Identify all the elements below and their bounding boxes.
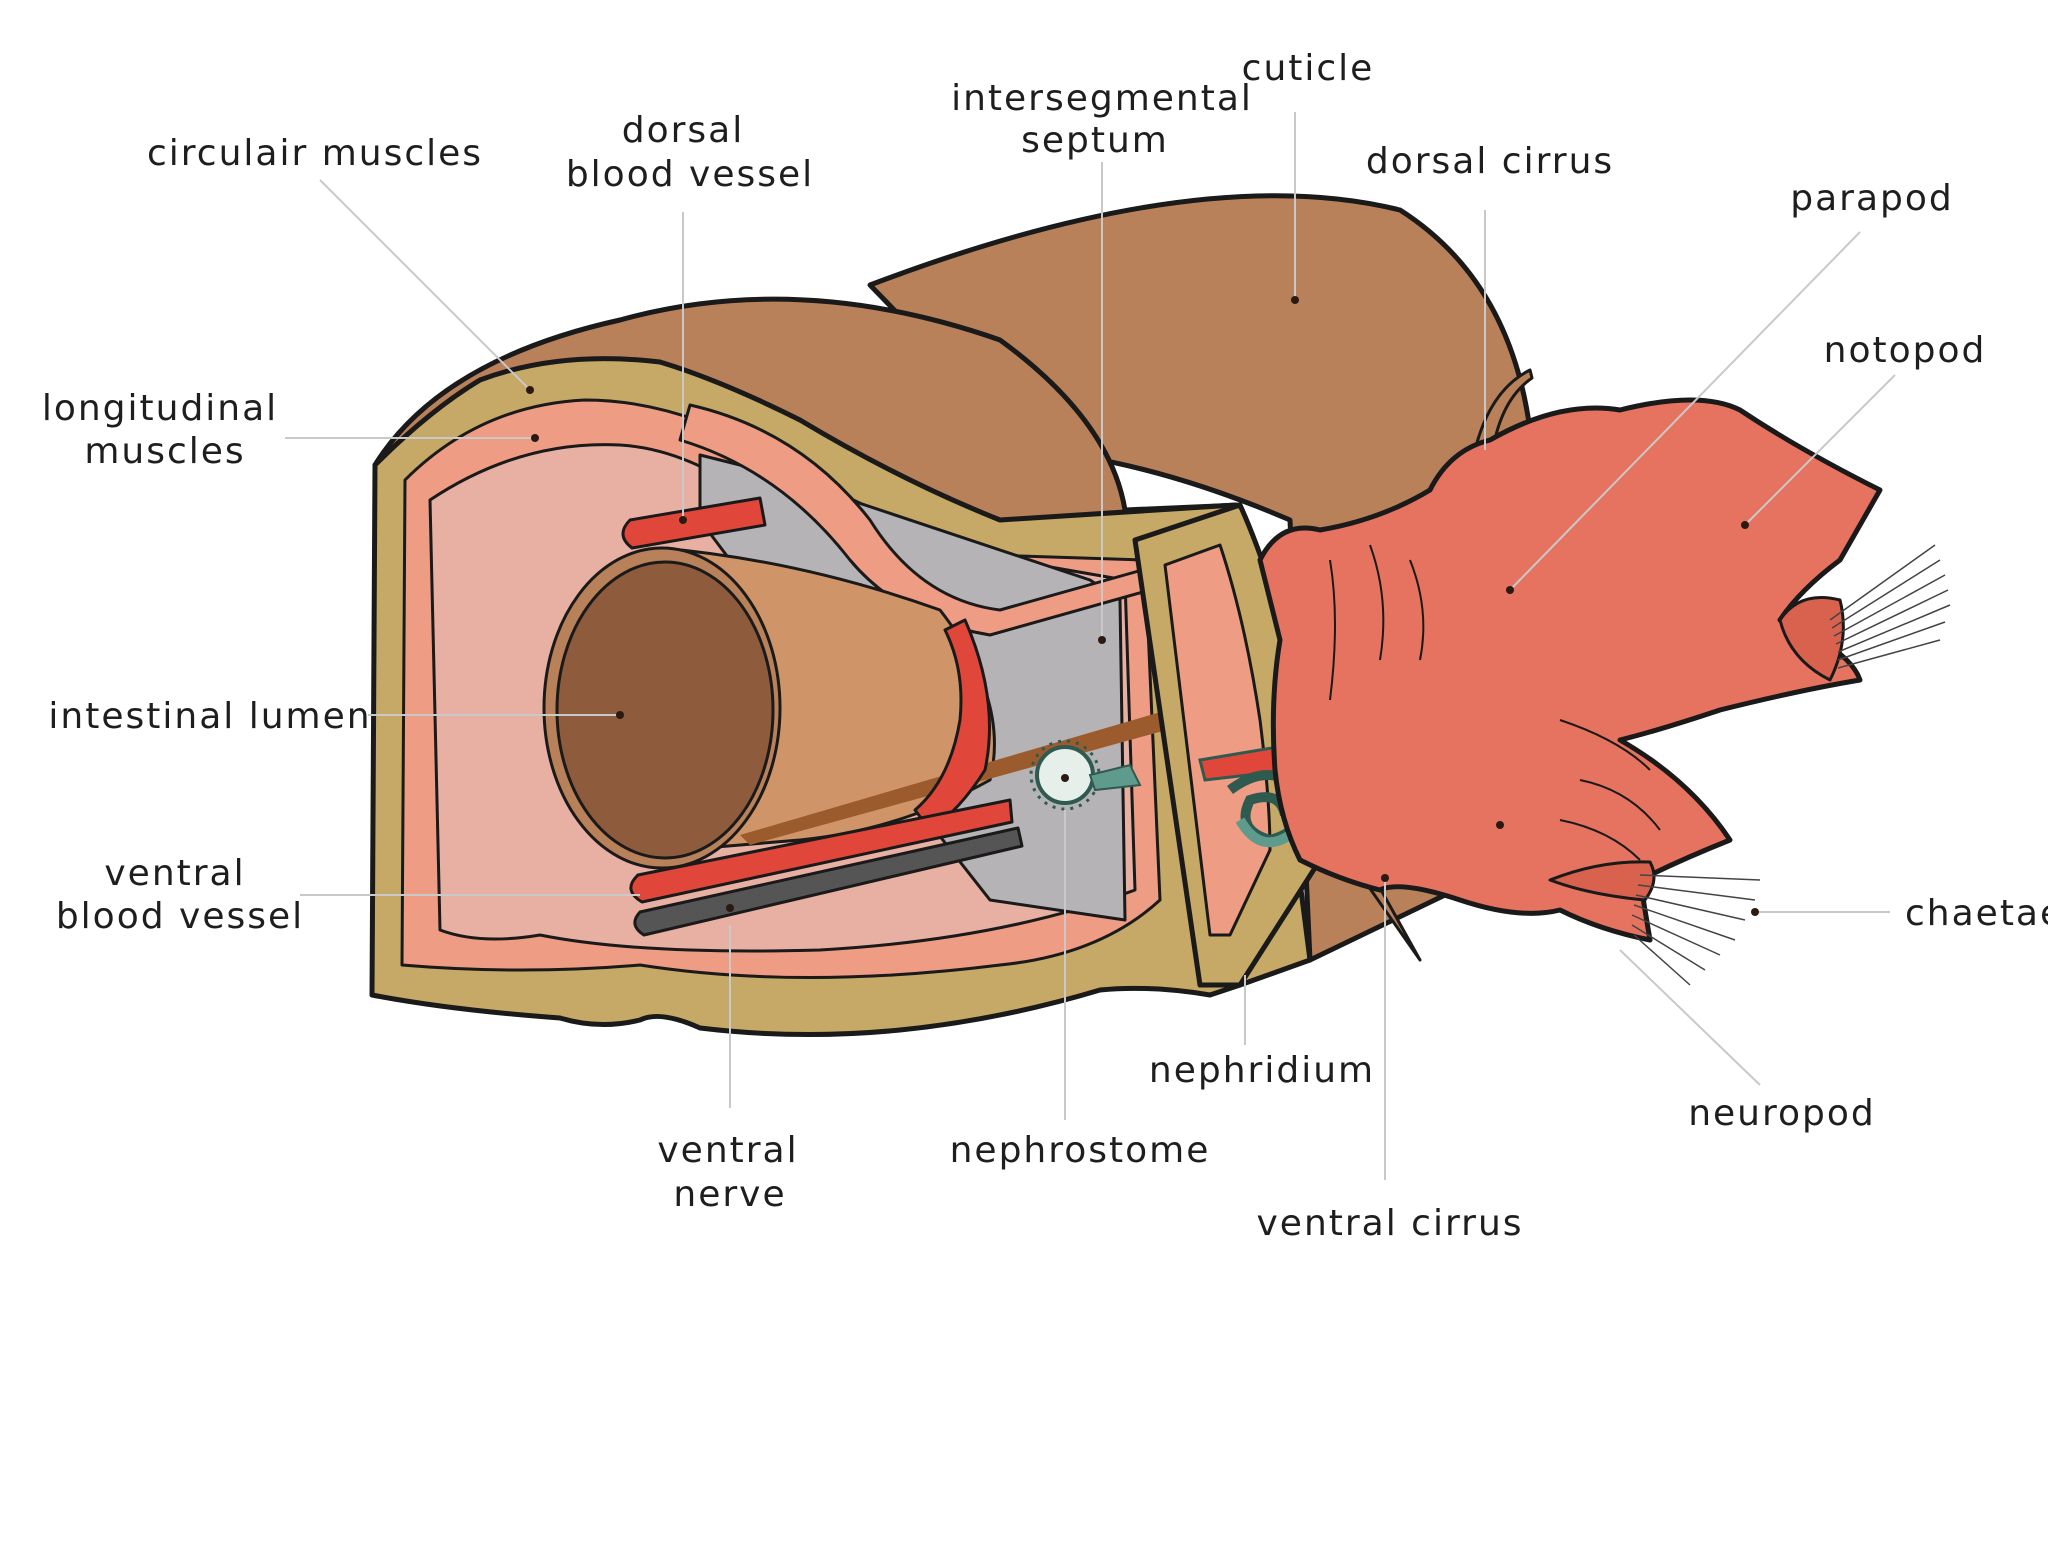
- parapod-folds: [1329, 544, 1661, 861]
- intestinal-lumen: [555, 560, 775, 860]
- mesentery-strip: [740, 680, 1275, 845]
- label-ventral-blood-vessel-line2: blood vessel: [56, 896, 304, 937]
- label-nephridium: nephridium: [1149, 1050, 1375, 1091]
- label-dorsal-blood-vessel-line1: dorsal: [622, 110, 745, 151]
- label-notopod: notopod: [1824, 330, 1987, 371]
- label-ventral-cirrus: ventral cirrus: [1256, 1203, 1523, 1244]
- label-intestinal-lumen: intestinal lumen: [48, 696, 371, 737]
- leader-lines: [285, 112, 1896, 1180]
- label-longitudinal-muscles-line2: muscles: [84, 431, 245, 472]
- notopod-lobe: [1778, 596, 1845, 682]
- label-ventral-nerve-line2: nerve: [673, 1174, 786, 1215]
- label-chaetae: chaetae: [1905, 893, 2048, 934]
- neuropod-lobe: [1548, 860, 1656, 902]
- label-ventral-nerve-line1: ventral: [657, 1130, 798, 1171]
- label-cuticle: cuticle: [1242, 48, 1375, 89]
- label-ventral-blood-vessel-line1: ventral: [104, 853, 245, 894]
- label-intersegmental-septum-line2: septum: [1021, 120, 1169, 161]
- label-longitudinal-muscles-line1: longitudinal: [42, 388, 278, 429]
- neuropod-chaetae: [1631, 874, 1761, 986]
- label-nephrostome: nephrostome: [950, 1130, 1211, 1171]
- dorsal-blood-vessel: [621, 496, 767, 550]
- label-circulair-muscles: circulair muscles: [147, 133, 483, 174]
- label-neuropod: neuropod: [1688, 1093, 1876, 1134]
- parapod-shape: [1257, 397, 1883, 943]
- notopod-chaetae: [1829, 544, 1951, 669]
- label-parapod: parapod: [1790, 178, 1954, 219]
- label-dorsal-cirrus: dorsal cirrus: [1366, 141, 1614, 182]
- label-dorsal-blood-vessel-line2: blood vessel: [566, 154, 814, 195]
- label-intersegmental-septum-line1: intersegmental: [951, 78, 1253, 119]
